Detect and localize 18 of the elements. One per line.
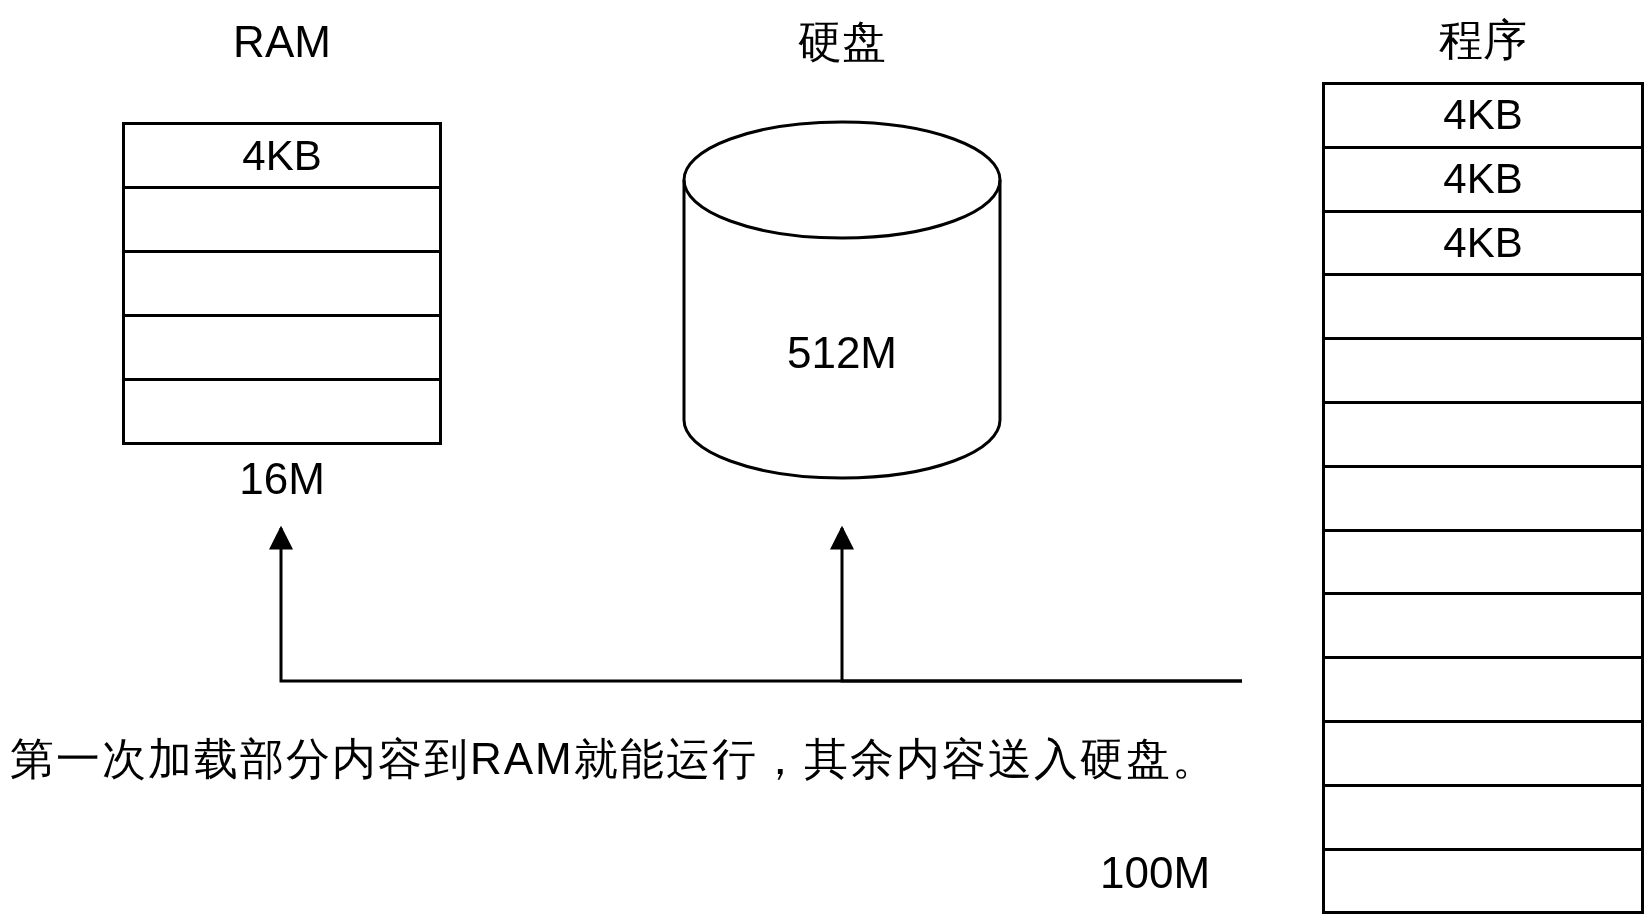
arrow [830, 525, 1242, 683]
memory-block: 4KB [122, 122, 442, 189]
memory-block: 4KB [1322, 82, 1644, 149]
memory-block [122, 250, 442, 317]
memory-block [1322, 656, 1644, 723]
note-text: 第一次加载部分内容到RAM就能运行，其余内容送入硬盘。 [10, 734, 1218, 784]
memory-block [122, 186, 442, 253]
capacity-label: 512M [785, 328, 899, 378]
memory-block [122, 314, 442, 381]
memory-block [1322, 720, 1644, 787]
memory-block [122, 378, 442, 445]
column-title: RAM [232, 16, 332, 68]
column-title: 硬盘 [797, 16, 887, 68]
size-label: 100M [1100, 848, 1211, 898]
memory-block [1322, 401, 1644, 468]
capacity-label: 16M [238, 456, 326, 502]
column-title: 程序 [1438, 14, 1528, 66]
memory-block [1322, 337, 1644, 404]
